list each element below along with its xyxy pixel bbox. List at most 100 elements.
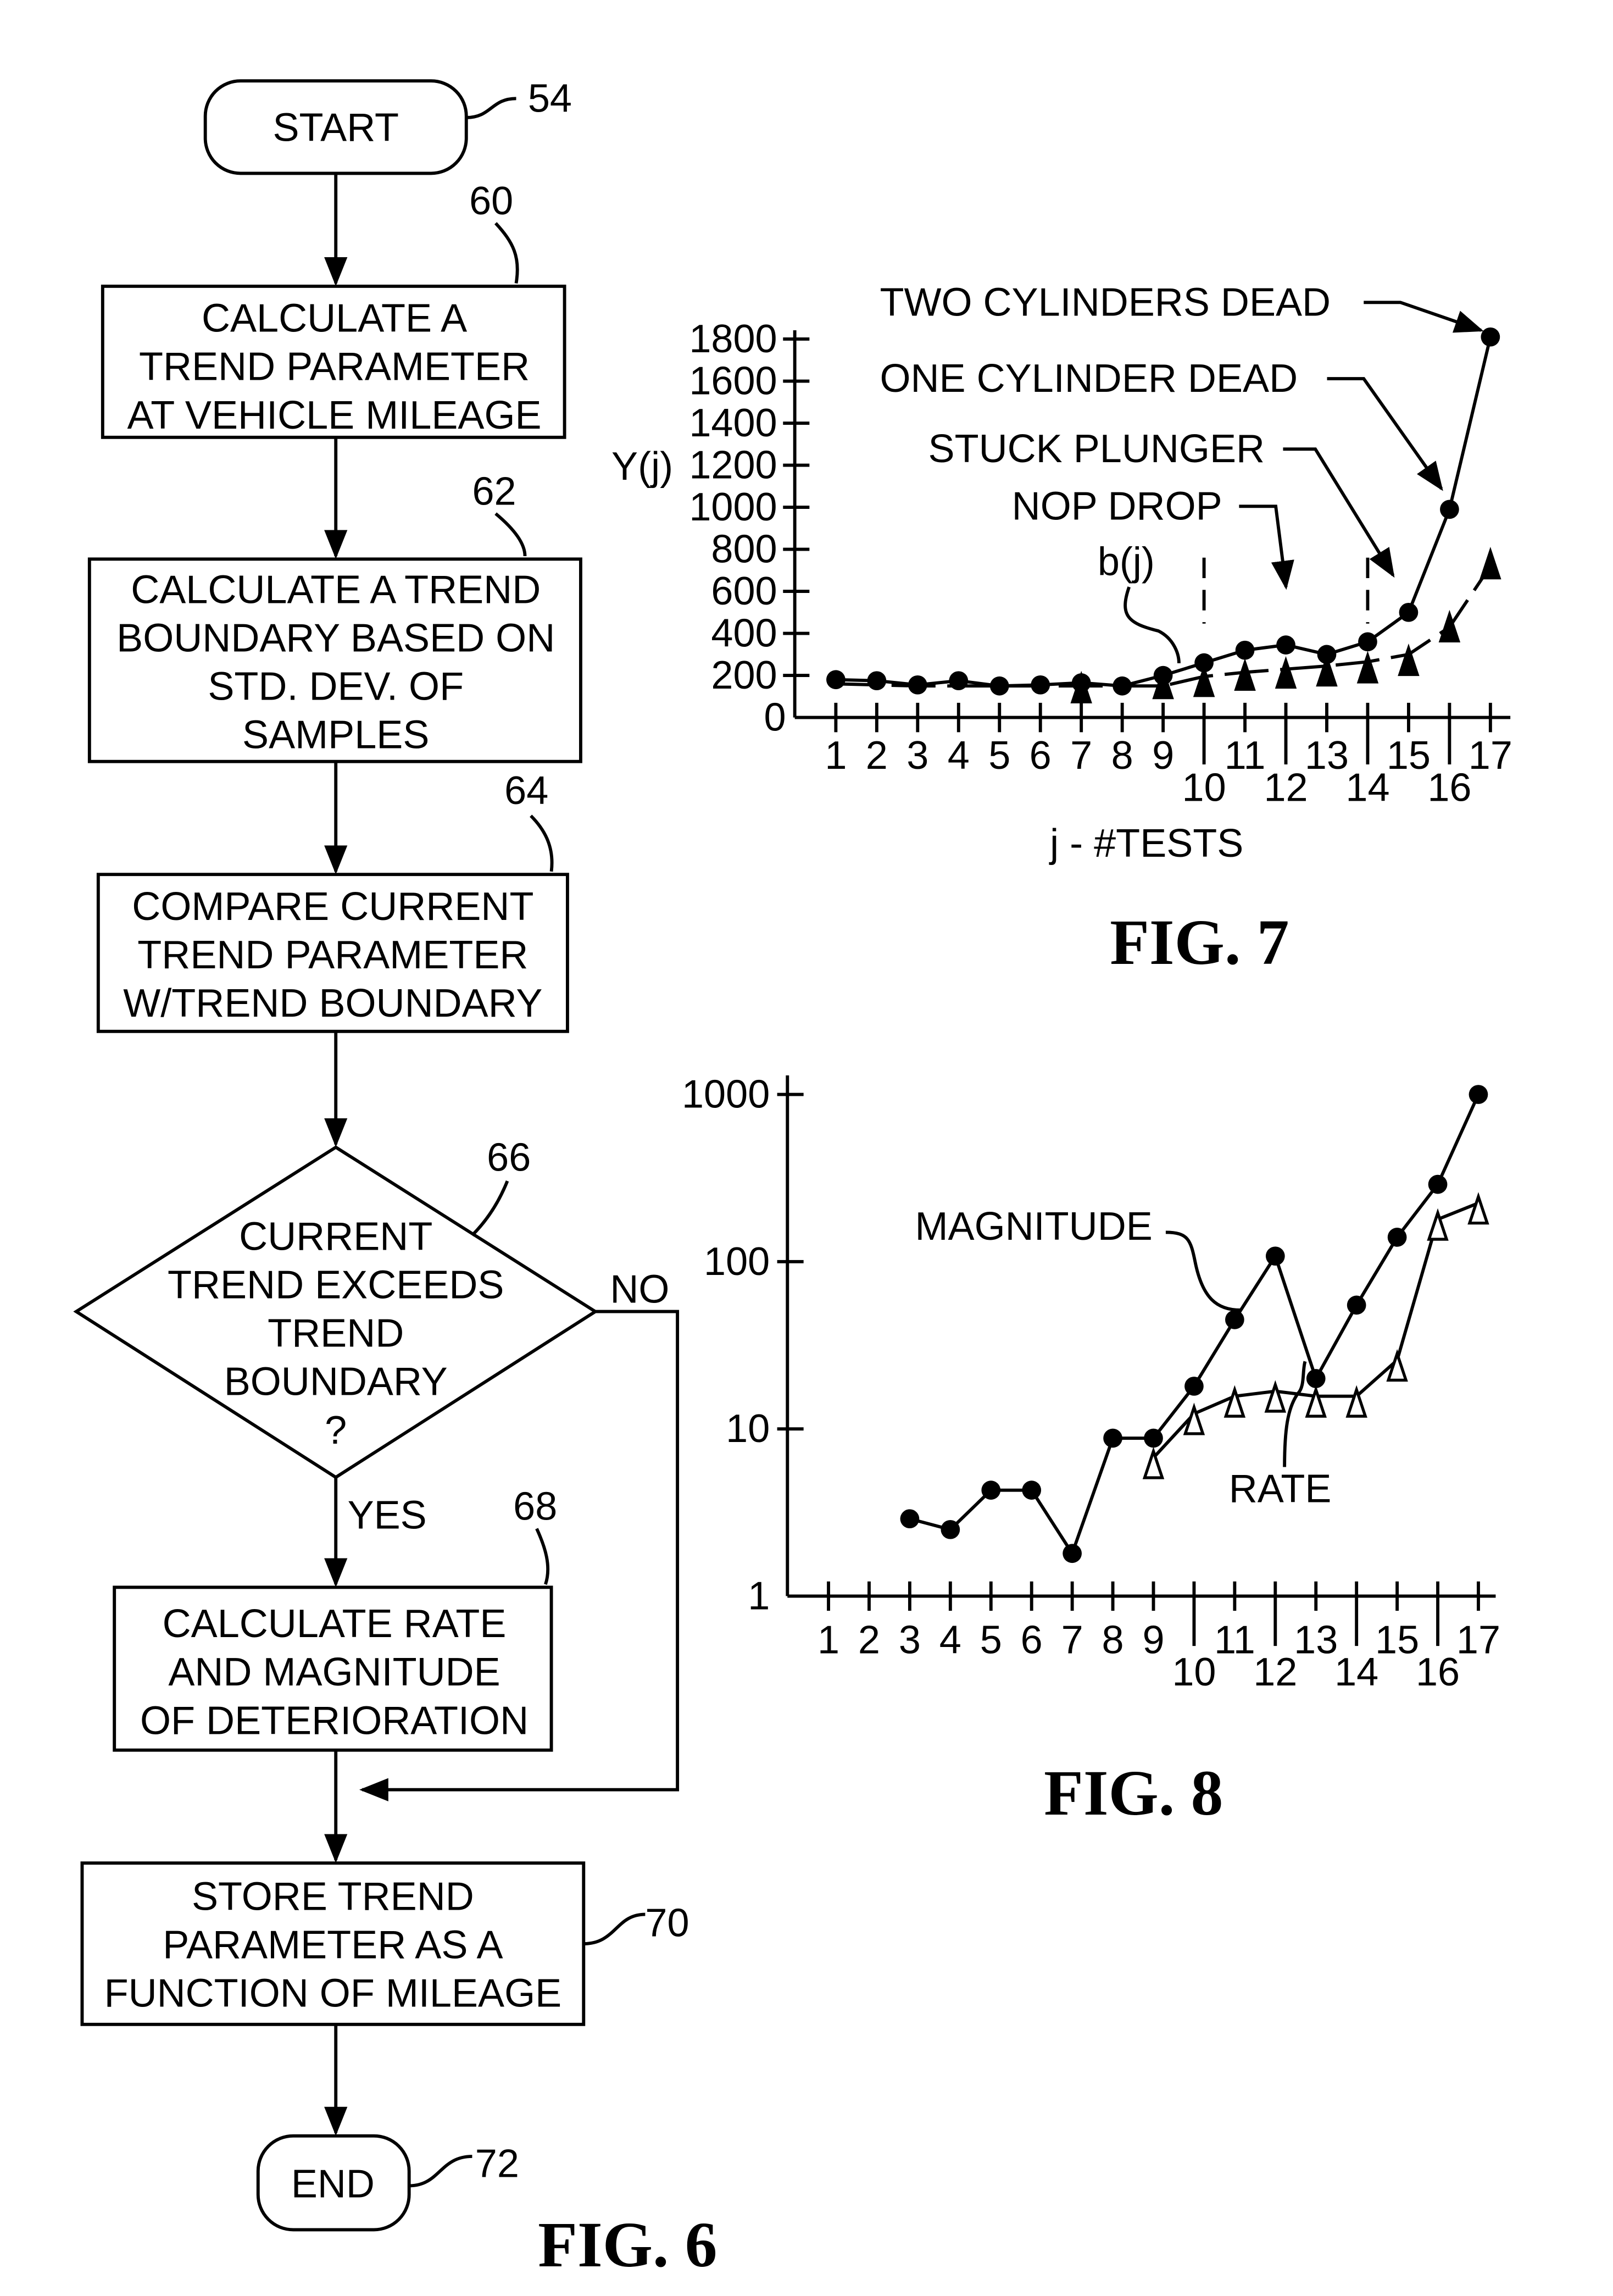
fig7-y-tick-label: 1600	[689, 359, 777, 403]
ref-68: 68	[513, 1485, 557, 1529]
fig8-x-tick-label: 15	[1375, 1618, 1419, 1662]
fig7-trend-point	[1276, 635, 1295, 655]
step-68-line: OF DETERIORATION	[140, 1699, 529, 1743]
fig7-triangle-point	[1236, 663, 1254, 689]
fig7-annotation-arrow	[1283, 449, 1393, 575]
fig8-magnitude-point	[1428, 1175, 1448, 1194]
fig7-annotation-arrow	[1327, 379, 1442, 489]
fig7-triangle-point	[1318, 659, 1336, 685]
fig8-x-tick-label: 8	[1102, 1618, 1124, 1662]
fig8-magnitude-point	[1144, 1429, 1163, 1448]
fig8-magnitude-point	[1063, 1544, 1082, 1563]
fig7-x-tick-label: 4	[948, 734, 970, 778]
fig7-x-tick-label: 5	[988, 734, 1010, 778]
fig7-x-tick-label: 12	[1264, 766, 1308, 810]
fig8-magnitude-point	[981, 1480, 1000, 1500]
step-64-line: COMPARE CURRENT	[132, 885, 533, 929]
step-60-text: CALCULATE A TREND PARAMETER AT VEHICLE M…	[127, 297, 542, 437]
fig7-caption: FIG. 7	[1110, 907, 1289, 978]
fig7-x-tick-label: 13	[1305, 734, 1349, 778]
fig8-x-tick-label: 9	[1142, 1618, 1164, 1662]
fig7-trend-point	[1399, 603, 1419, 622]
fig8-magnitude-point	[941, 1520, 960, 1539]
fig8-x-tick-label: 5	[980, 1618, 1002, 1662]
step-64-line: TREND PARAMETER	[137, 933, 528, 977]
ref-62: 62	[472, 470, 516, 514]
step-64-text: COMPARE CURRENT TREND PARAMETER W/TREND …	[123, 885, 542, 1025]
fig8-rate-leader	[1284, 1361, 1305, 1467]
fig7-x-tick-label: 17	[1469, 734, 1512, 778]
step-62-line: SAMPLES	[242, 713, 429, 757]
step-62-line: CALCULATE A TREND	[131, 568, 541, 612]
fig8-x-tick-label: 10	[1172, 1650, 1216, 1694]
fig7-x-tick-label: 16	[1427, 766, 1471, 810]
fig8-x-tick-label: 11	[1214, 1618, 1255, 1662]
fig7-triangle-point	[1482, 551, 1499, 578]
fig8-x-tick-label: 14	[1334, 1650, 1378, 1694]
fig8-rate-point	[1226, 1390, 1243, 1416]
fig7-x-tick-label: 2	[866, 734, 888, 778]
fig7-y-tick-label: 400	[711, 612, 777, 656]
step-60-line: TREND PARAMETER	[139, 345, 530, 389]
step-68-line: CALCULATE RATE	[163, 1602, 507, 1646]
fig8-magnitude-point	[1388, 1228, 1407, 1247]
fig7-trend-point	[908, 675, 927, 695]
fig6-caption: FIG. 6	[538, 2209, 717, 2281]
fig8-x-tick-label: 6	[1021, 1618, 1043, 1662]
fig7-y-tick-label: 0	[764, 696, 786, 740]
step-70-line: STORE TREND	[192, 1875, 474, 1919]
fig7-x-tick-label: 7	[1070, 734, 1092, 778]
fig7-trend-point	[826, 670, 846, 689]
fig7-trend-point	[1440, 500, 1459, 519]
fig8-x-tick-label: 4	[939, 1618, 961, 1662]
fig7-annotation-arrow	[1125, 587, 1179, 663]
fig7-trend-point	[1358, 633, 1377, 652]
step-70-text: STORE TREND PARAMETER AS A FUNCTION OF M…	[104, 1875, 562, 2016]
decision-66-text: CURRENT TREND EXCEEDS TREND BOUNDARY ?	[168, 1215, 504, 1452]
fig7-trend-point	[1113, 676, 1132, 696]
fig8-magnitude-label: MAGNITUDE	[915, 1205, 1153, 1249]
fig8-magnitude-point	[900, 1509, 920, 1528]
fig7-x-tick-label: 10	[1182, 766, 1226, 810]
fig7-trend-point	[1031, 675, 1050, 695]
ref-72: 72	[475, 2142, 519, 2186]
decision-66-line: TREND EXCEEDS	[168, 1263, 504, 1307]
fig7-y-tick-label: 600	[711, 569, 777, 613]
step-62-text: CALCULATE A TREND BOUNDARY BASED ON STD.…	[116, 568, 555, 757]
fig8-caption: FIG. 8	[1044, 1757, 1223, 1829]
fig8-x-tick-label: 12	[1253, 1650, 1297, 1694]
fig8-x-tick-label: 16	[1416, 1650, 1460, 1694]
fig8-rate-label: RATE	[1229, 1467, 1332, 1511]
fig7-annotation-label: TWO CYLINDERS DEAD	[880, 280, 1331, 324]
decision-66-line: ?	[325, 1408, 347, 1452]
fig7-x-tick-label: 3	[906, 734, 928, 778]
fig8-y-tick-label: 10	[726, 1407, 770, 1451]
fig6-flowchart: START 54 60 CALCULATE A TREND PARAMETER …	[76, 76, 717, 2281]
fig7-triangle-point	[1277, 661, 1295, 687]
fig8-magnitude-point	[1022, 1480, 1041, 1500]
fig8-y-tick-label: 100	[704, 1240, 770, 1284]
fig7-trend-point	[1236, 641, 1255, 660]
fig7-x-tick-label: 14	[1345, 766, 1389, 810]
no-label: NO	[610, 1268, 669, 1312]
ref-54: 54	[528, 76, 572, 120]
fig8-magnitude-point	[1103, 1429, 1122, 1448]
fig8-rate-point	[1266, 1385, 1284, 1411]
fig8-rate-line	[1154, 1203, 1478, 1457]
step-70-line: PARAMETER AS A	[163, 1923, 503, 1967]
yes-label: YES	[348, 1494, 427, 1538]
fig8-x-tick-label: 3	[899, 1618, 921, 1662]
fig8-rate-point	[1307, 1390, 1325, 1416]
fig7-annotation-label: ONE CYLINDER DEAD	[880, 357, 1298, 401]
fig7-trend-point	[990, 676, 1009, 696]
fig8-magnitude-point	[1469, 1085, 1488, 1104]
fig7-annotation-label: b(j)	[1098, 540, 1155, 584]
ref-70: 70	[645, 1901, 689, 1945]
fig7-y-tick-label: 1800	[689, 317, 777, 361]
fig7-annotation-label: STUCK PLUNGER	[928, 427, 1265, 471]
fig8-x-tick-label: 13	[1294, 1618, 1338, 1662]
fig7-x-tick-label: 6	[1030, 734, 1052, 778]
ref-60: 60	[469, 179, 513, 223]
fig7-chart: FIG. 7 j - #TESTS Y(j) 02004006008001000…	[611, 280, 1512, 978]
fig7-y-tick-label: 1000	[689, 485, 777, 529]
